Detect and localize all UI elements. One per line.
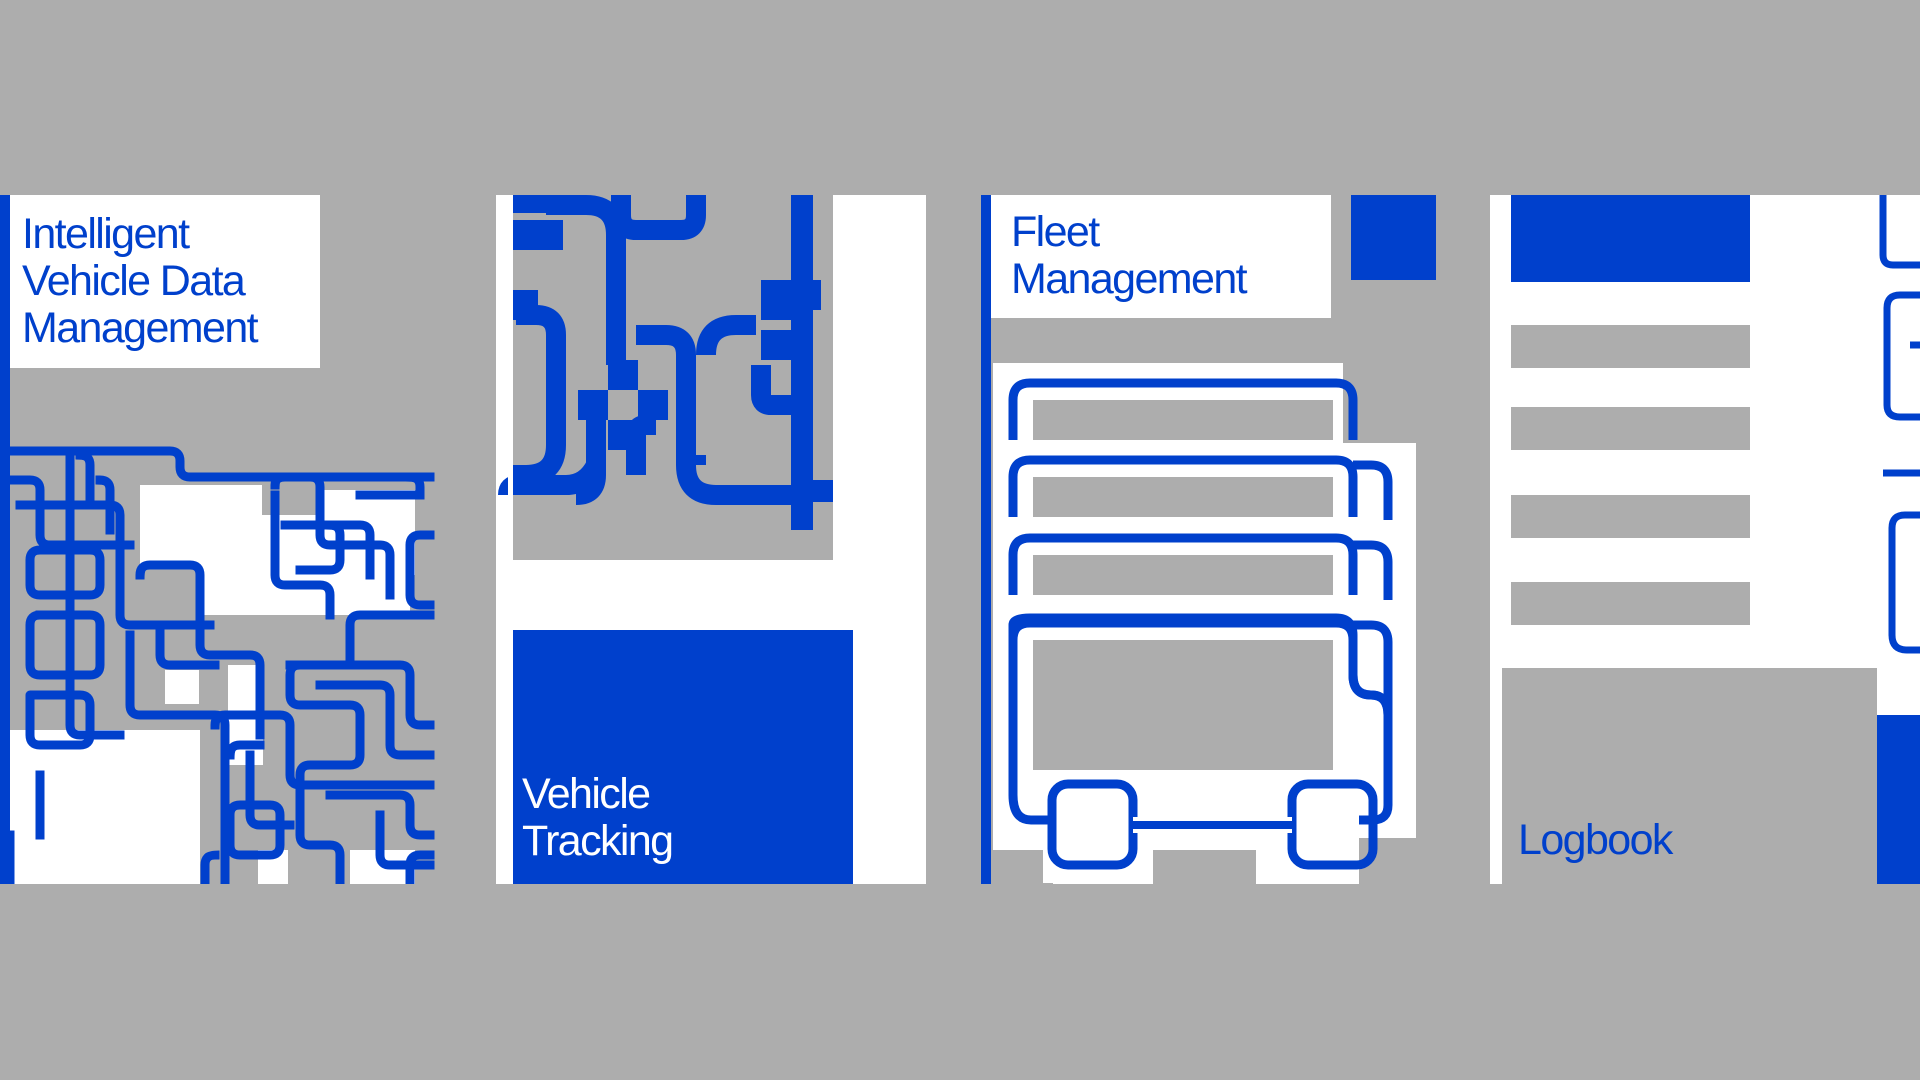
cover-title: Intelligent Vehicle Data Management [22,210,259,352]
cover-title-line: Vehicle [522,770,651,818]
cover-title: Fleet Management [1011,208,1248,303]
circuit-pattern-artwork [0,195,435,884]
cover-title-line: Logbook [1518,816,1673,864]
cover-title-line: Management [22,304,259,352]
ledger-lines-artwork [1490,195,1920,884]
cover-title: Vehicle Tracking [522,770,674,865]
truck-illustration [981,195,1436,884]
cover-title: Logbook [1518,816,1673,864]
cover-fleet-management: Fleet Management [981,195,1436,884]
cover-title-line: Fleet [1011,208,1100,256]
cover-title-line: Tracking [522,817,674,865]
cover-title-line: Vehicle Data [22,257,246,305]
cover-intelligent-vehicle-data-management: Intelligent Vehicle Data Management [0,195,441,884]
route-pattern-artwork [498,195,853,884]
cover-vehicle-tracking: Vehicle Tracking [496,195,926,884]
cover-logbook: Logbook [1490,195,1920,884]
cover-title-line: Management [1011,255,1248,303]
cover-title-line: Intelligent [22,210,190,258]
